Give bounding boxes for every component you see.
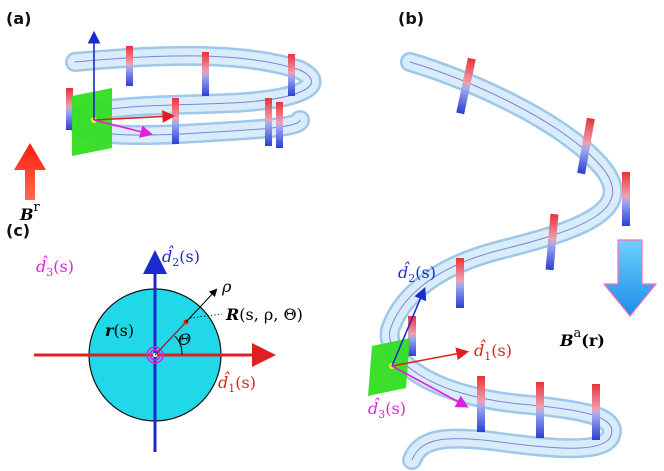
d2-label-c: d̂2(s)	[162, 246, 200, 269]
panel-a-label: (a)	[6, 9, 31, 28]
tube-helix-b	[379, 52, 623, 470]
r-label-c: r(s)	[105, 321, 134, 340]
R-vector-c	[154, 321, 187, 356]
d1-label-b: d̂1(s)	[474, 340, 512, 363]
panel-a: (a) Br	[6, 9, 322, 224]
d3-label-b: d̂3(s)	[368, 398, 406, 421]
rho-label-c: ρ	[221, 277, 232, 296]
magnets-b	[408, 57, 630, 440]
d3-arrow-b	[391, 365, 469, 408]
d3-label-c: d̂3(s)	[36, 256, 74, 279]
theta-arc-c	[174, 335, 183, 356]
d2-label-b: d̂2(s)	[398, 262, 436, 285]
center-ring-inner	[149, 349, 161, 361]
field-label-b: Ba(r)	[559, 326, 605, 350]
panel-c: (c) d̂3(s) d̂2(s) d̂1(s) r(s) ρ R(s, ρ, …	[6, 221, 303, 452]
down-arrow-icon	[602, 239, 658, 317]
field-label-a: Br	[19, 200, 41, 224]
d2-arrow-b	[391, 287, 427, 367]
panel-c-label: (c)	[6, 221, 30, 240]
rho-arrow-c	[185, 288, 218, 323]
d3-arrow-a	[93, 119, 154, 138]
panel-b-label: (b)	[398, 9, 424, 28]
R-label-c: R(s, ρ, Θ)	[225, 305, 303, 324]
d1-arrow-b	[391, 347, 470, 367]
up-arrow-icon	[14, 143, 46, 200]
center-ring-outer	[146, 346, 164, 364]
magnets-a	[66, 46, 295, 148]
d1-label-c: d̂1(s)	[218, 372, 256, 395]
tube-coil-a	[65, 45, 322, 146]
cross-section-plane-b	[368, 338, 410, 396]
d1-arrow-a	[93, 110, 176, 123]
panel-b: (b) d̂2(s) d̂1(s) d̂3(s	[368, 9, 658, 470]
theta-label-c: Θ	[178, 330, 191, 349]
